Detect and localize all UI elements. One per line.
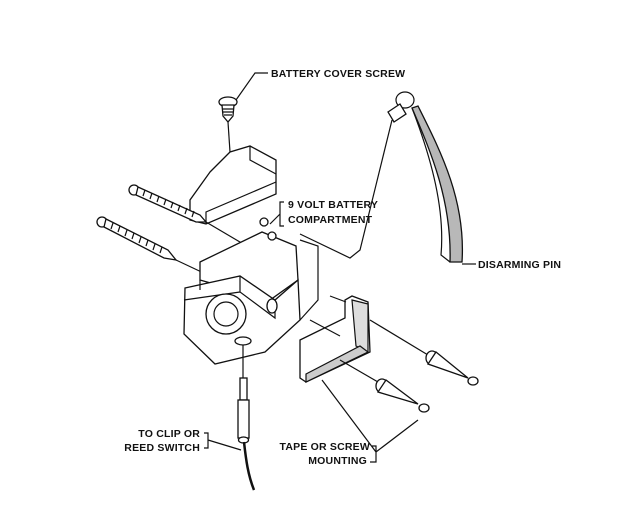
leader-mounting [321,379,419,463]
battery-cover-screw [218,96,238,153]
mounting-bracket [299,295,371,383]
label-battery-compartment-line1: 9 VOLT BATTERY [288,199,378,211]
mounting-screw-upper [128,184,246,246]
mounting-screw-lower [96,216,211,277]
leader-battery-cover-screw [235,72,268,101]
label-disarming-pin: DISARMING PIN [478,259,561,271]
leader-clip-reed-switch [204,432,242,451]
wall-anchor-upper [369,319,479,386]
label-clip-line2: REED SWITCH [124,442,200,454]
sensor-cable [237,345,256,491]
label-battery-compartment-line2: COMPARTMENT [288,214,373,226]
wall-anchor-lower [339,359,430,413]
battery-cover [189,145,277,225]
label-clip-line1: TO CLIP OR [138,428,200,440]
label-mounting-line2: MOUNTING [308,455,367,467]
label-battery-cover-screw: BATTERY COVER SCREW [271,68,405,80]
sensor-housing [183,217,319,365]
disarming-pin [299,91,464,263]
leader-battery-compartment [269,201,284,227]
label-mounting-line1: TAPE OR SCREW [280,441,371,453]
